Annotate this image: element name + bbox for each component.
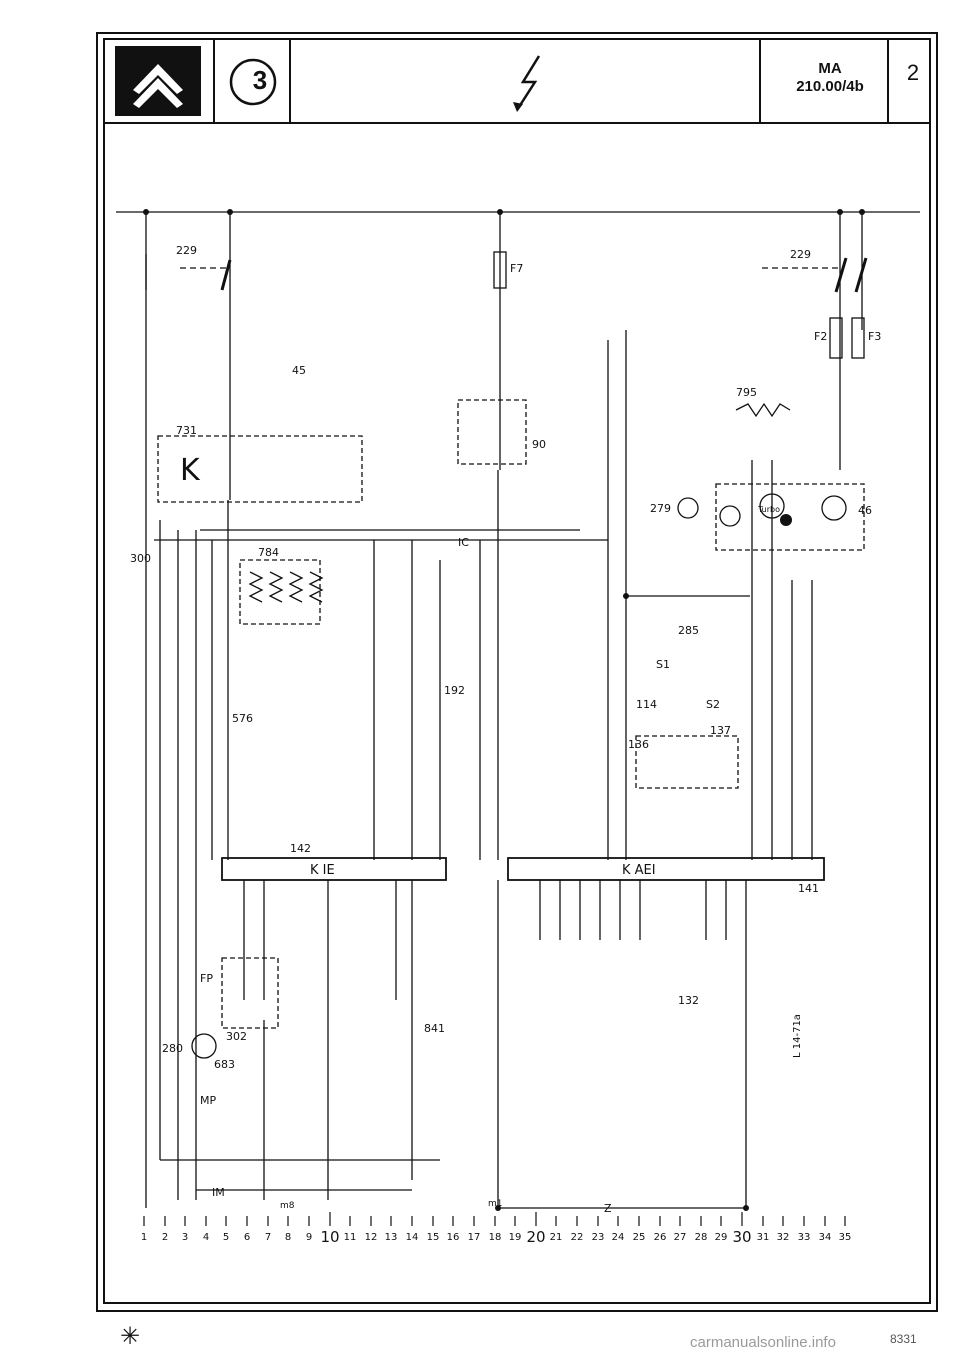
component-683-label: 683 (214, 1058, 235, 1071)
ruler-number: 20 (526, 1228, 545, 1246)
component-137-label: 137 (710, 724, 731, 737)
footer-code: 8331 (890, 1332, 917, 1346)
component-s1-label: S1 (656, 658, 670, 671)
double-chevron-logo-icon (115, 46, 201, 116)
ground-m8-label: m8 (280, 1201, 295, 1211)
component-302-label: 302 (226, 1030, 247, 1043)
fp-label: FP (200, 972, 213, 985)
ruler-number: 13 (385, 1232, 398, 1243)
ruler-number: 10 (320, 1228, 339, 1246)
ruler-number: 26 (654, 1232, 667, 1243)
ruler-number: 5 (223, 1232, 229, 1243)
component-s2-label: S2 (706, 698, 720, 711)
electric-cell (291, 40, 761, 122)
ruler-number: 23 (592, 1232, 605, 1243)
ruler-number: 22 (571, 1232, 584, 1243)
chapter-cell (215, 40, 291, 122)
ruler-number: 31 (757, 1232, 770, 1243)
sheet-number: 2 (906, 60, 920, 85)
ruler-number: 32 (777, 1232, 790, 1243)
reference-label: MA 210.00/4b (775, 60, 885, 96)
component-90-label: 90 (532, 438, 546, 451)
reference-line-1: MA (818, 60, 842, 77)
component-136-label: 136 (628, 738, 649, 751)
ruler-number: 30 (732, 1228, 751, 1246)
component-279-label: 279 (650, 502, 671, 515)
ruler-number: 6 (244, 1232, 250, 1243)
ruler-number: 9 (306, 1232, 312, 1243)
ic-label: IC (458, 536, 469, 549)
switch-229-right-label: 229 (790, 248, 811, 261)
ruler-number: 35 (839, 1232, 852, 1243)
ruler-number: 19 (509, 1232, 522, 1243)
ruler-number: 18 (489, 1232, 502, 1243)
component-114-label: 114 (636, 698, 657, 711)
ruler-number: 24 (612, 1232, 625, 1243)
page-frame (96, 32, 938, 1312)
im-label: IM (212, 1186, 225, 1199)
ruler-number: 25 (633, 1232, 646, 1243)
ruler-number: 34 (819, 1232, 832, 1243)
ground-m1-label: m1 (488, 1199, 503, 1209)
ruler-number: 28 (695, 1232, 708, 1243)
ecu-141-label: 141 (798, 882, 819, 895)
side-code-label: L 14-71a (792, 1014, 803, 1058)
component-795-label: 795 (736, 386, 757, 399)
component-132-label: 132 (678, 994, 699, 1007)
ruler-number: 15 (427, 1232, 440, 1243)
ecu-142-label: 142 (290, 842, 311, 855)
diagram-area (103, 124, 931, 1304)
chapter-number: 3 (252, 65, 268, 95)
ecu-aei-label: K AEI (622, 863, 656, 878)
fuse-f3-label: F3 (868, 330, 881, 343)
ruler-number: 33 (798, 1232, 811, 1243)
relay-784-label: 784 (258, 546, 279, 559)
turbo-label: Turbo (757, 505, 780, 514)
ruler-number: 21 (550, 1232, 563, 1243)
relay-k-label: K (180, 453, 201, 488)
ruler-number: 1 (141, 1232, 147, 1243)
component-280-label: 280 (162, 1042, 183, 1055)
component-46-label: 46 (858, 504, 872, 517)
ruler-number: 29 (715, 1232, 728, 1243)
logo-cell (105, 40, 215, 122)
reference-cell (761, 40, 889, 122)
title-block (103, 38, 931, 124)
ruler-number: 2 (162, 1232, 168, 1243)
z-label: Z (604, 1202, 612, 1215)
reference-line-2: 210.00/4b (796, 78, 864, 95)
ruler-number: 4 (203, 1232, 209, 1243)
ecu-ie-label: K IE (310, 863, 335, 878)
ruler-number: 3 (182, 1232, 188, 1243)
component-300-label: 300 (130, 552, 151, 565)
ruler-number: 14 (406, 1232, 419, 1243)
component-192-label: 192 (444, 684, 465, 697)
ruler-number: 16 (447, 1232, 460, 1243)
ruler-number: 12 (365, 1232, 378, 1243)
ruler-number: 11 (344, 1232, 357, 1243)
fuse-f7-label: F7 (510, 262, 523, 275)
fuse-f2-label: F2 (814, 330, 827, 343)
ruler-number: 27 (674, 1232, 687, 1243)
component-45-label: 45 (292, 364, 306, 377)
ruler-number: 8 (285, 1232, 291, 1243)
watermark-text: carmanualsonline.info (690, 1334, 836, 1351)
ruler-number: 17 (468, 1232, 481, 1243)
relay-731-label: 731 (176, 424, 197, 437)
lightning-bolt-icon (513, 55, 541, 112)
ruler-number: 7 (265, 1232, 271, 1243)
component-841-label: 841 (424, 1022, 445, 1035)
component-285-label: 285 (678, 624, 699, 637)
switch-229-left-label: 229 (176, 244, 197, 257)
footer-symbol: ✳ (120, 1323, 141, 1350)
component-576-label: 576 (232, 712, 253, 725)
mp-label: MP (200, 1094, 216, 1107)
